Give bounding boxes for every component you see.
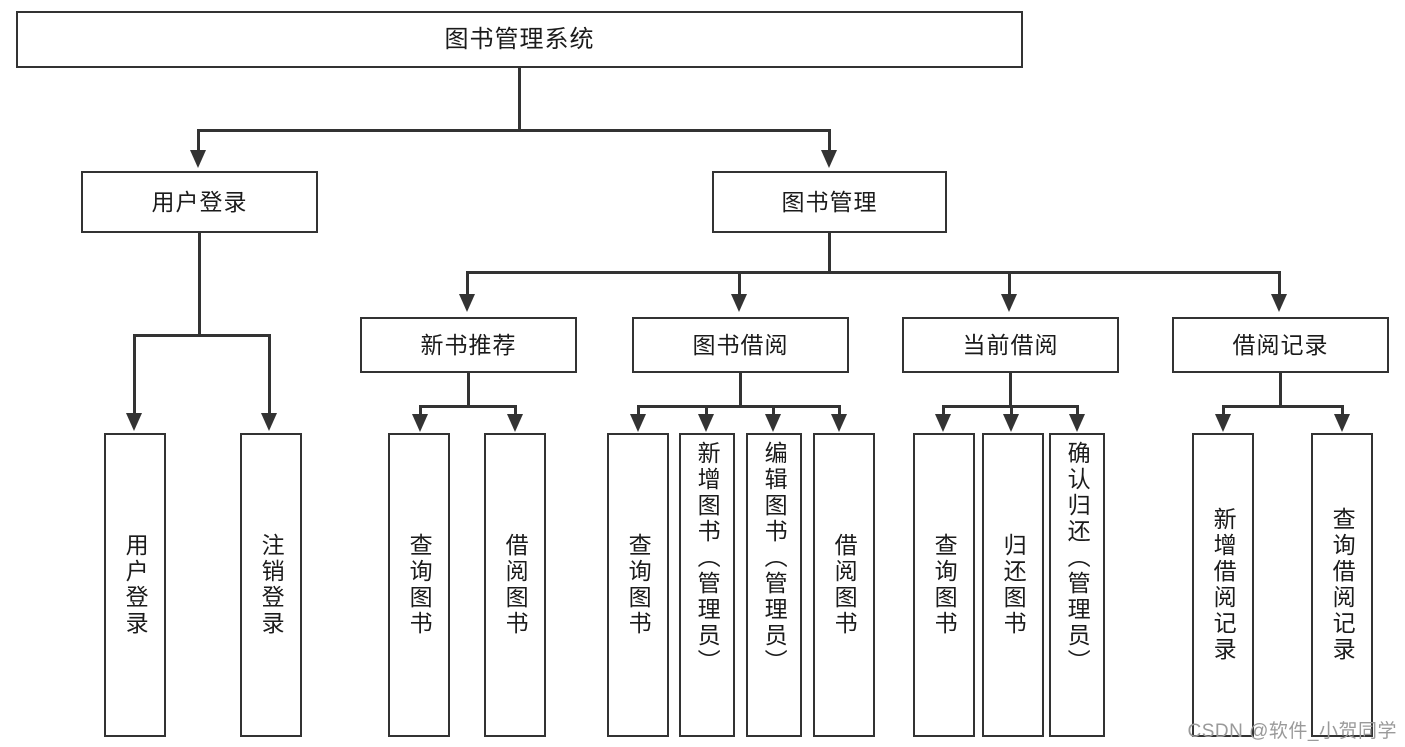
arrow-to-records-add <box>1215 414 1231 432</box>
node-root-system[interactable]: 图书管理系统 <box>16 11 1023 68</box>
connector-current-drop-3 <box>1076 405 1079 415</box>
connector-bookmgmt-stem <box>828 233 831 273</box>
node-label: 图书管理 <box>781 188 878 215</box>
connector-userlogin-stem <box>198 233 201 336</box>
node-label: 新增借阅记录 <box>1210 507 1237 663</box>
connector-newbook-bus <box>419 405 517 408</box>
connector-current-drop-1 <box>942 405 945 415</box>
connector-current-drop-2 <box>1010 405 1013 415</box>
connector-bookmgmt-drop-2 <box>738 271 741 295</box>
node-label: 新书推荐 <box>420 331 517 358</box>
connector-bookborrow-drop-1 <box>637 405 640 415</box>
leaf-borrow-lend-book[interactable]: 借阅图书 <box>813 433 875 737</box>
leaf-records-query[interactable]: 查询借阅记录 <box>1311 433 1373 737</box>
connector-bookborrow-drop-4 <box>838 405 841 415</box>
connector-userlogin-drop-1 <box>133 334 136 414</box>
connector-bookmgmt-drop-4 <box>1278 271 1281 295</box>
connector-bookmgmt-bus <box>466 271 1281 274</box>
node-user-login[interactable]: 用户登录 <box>81 171 318 233</box>
node-label: 新增图书（管理员） <box>694 441 721 675</box>
connector-userlogin-bus <box>133 334 270 337</box>
node-label: 编辑图书（管理员） <box>761 441 788 675</box>
leaf-borrow-add-book[interactable]: 新增图书（管理员） <box>679 433 735 737</box>
arrow-to-records-query <box>1334 414 1350 432</box>
arrow-to-leaf-logout <box>261 413 277 431</box>
leaf-newbook-query-book[interactable]: 查询图书 <box>388 433 450 737</box>
node-label: 确认归还（管理员） <box>1064 441 1091 675</box>
node-label: 用户登录 <box>151 188 248 215</box>
leaf-records-add[interactable]: 新增借阅记录 <box>1192 433 1254 737</box>
node-label: 用户登录 <box>122 533 149 637</box>
connector-records-drop-2 <box>1341 405 1344 415</box>
connector-bookborrow-drop-2 <box>705 405 708 415</box>
leaf-current-confirm-return[interactable]: 确认归还（管理员） <box>1049 433 1105 737</box>
leaf-borrow-edit-book[interactable]: 编辑图书（管理员） <box>746 433 802 737</box>
connector-newbook-drop-2 <box>514 405 517 415</box>
node-label: 查询图书 <box>625 533 652 637</box>
leaf-logout[interactable]: 注销登录 <box>240 433 302 737</box>
arrow-to-newbook-borrow <box>507 414 523 432</box>
connector-root-stem <box>518 68 521 131</box>
leaf-current-return-book[interactable]: 归还图书 <box>982 433 1044 737</box>
node-label: 查询图书 <box>931 533 958 637</box>
node-current-borrow[interactable]: 当前借阅 <box>902 317 1119 373</box>
arrow-to-current-return <box>1003 414 1019 432</box>
node-label: 归还图书 <box>1000 533 1027 637</box>
arrow-to-user-login <box>190 150 206 168</box>
leaf-newbook-borrow-book[interactable]: 借阅图书 <box>484 433 546 737</box>
connector-bookborrow-stem <box>739 373 742 407</box>
node-borrow-records[interactable]: 借阅记录 <box>1172 317 1389 373</box>
arrow-to-leaf-user-login <box>126 413 142 431</box>
connector-bookmgmt-drop-1 <box>466 271 469 295</box>
connector-bookborrow-drop-3 <box>772 405 775 415</box>
node-book-management[interactable]: 图书管理 <box>712 171 947 233</box>
connector-userlogin-drop-2 <box>268 334 271 414</box>
node-label: 图书借阅 <box>692 331 789 358</box>
connector-root-bus <box>197 129 831 132</box>
connector-records-drop-1 <box>1222 405 1225 415</box>
node-label: 当前借阅 <box>962 331 1059 358</box>
connector-root-drop-right <box>828 129 831 151</box>
connector-newbook-drop-1 <box>419 405 422 415</box>
arrow-to-book-mgmt <box>821 150 837 168</box>
node-label: 借阅记录 <box>1232 331 1329 358</box>
arrow-to-borrow-records <box>1271 294 1287 312</box>
connector-bookborrow-bus <box>637 405 838 408</box>
arrow-to-current-confirm <box>1069 414 1085 432</box>
node-label: 借阅图书 <box>502 533 529 637</box>
arrow-to-borrow-lend <box>831 414 847 432</box>
node-label: 借阅图书 <box>831 533 858 637</box>
arrow-to-borrow-query <box>630 414 646 432</box>
leaf-borrow-query-book[interactable]: 查询图书 <box>607 433 669 737</box>
connector-current-stem <box>1009 373 1012 407</box>
connector-root-drop-left <box>197 129 200 151</box>
connector-newbook-stem <box>467 373 470 407</box>
node-label: 查询图书 <box>406 533 433 637</box>
node-label: 注销登录 <box>258 533 285 637</box>
leaf-user-login[interactable]: 用户登录 <box>104 433 166 737</box>
arrow-to-current-query <box>935 414 951 432</box>
connector-bookmgmt-drop-3 <box>1008 271 1011 295</box>
watermark: CSDN @软件_小贺同学 <box>1187 721 1397 742</box>
node-new-book-recommend[interactable]: 新书推荐 <box>360 317 577 373</box>
connector-records-bus <box>1222 405 1344 408</box>
leaf-current-query-book[interactable]: 查询图书 <box>913 433 975 737</box>
node-label: 图书管理系统 <box>444 25 595 53</box>
arrow-to-borrow-add <box>698 414 714 432</box>
connector-records-stem <box>1279 373 1282 407</box>
node-book-borrow[interactable]: 图书借阅 <box>632 317 849 373</box>
arrow-to-borrow-edit <box>765 414 781 432</box>
node-label: 查询借阅记录 <box>1329 507 1356 663</box>
arrow-to-book-borrow <box>731 294 747 312</box>
arrow-to-newbook-query <box>412 414 428 432</box>
arrow-to-new-book <box>459 294 475 312</box>
arrow-to-current-borrow <box>1001 294 1017 312</box>
